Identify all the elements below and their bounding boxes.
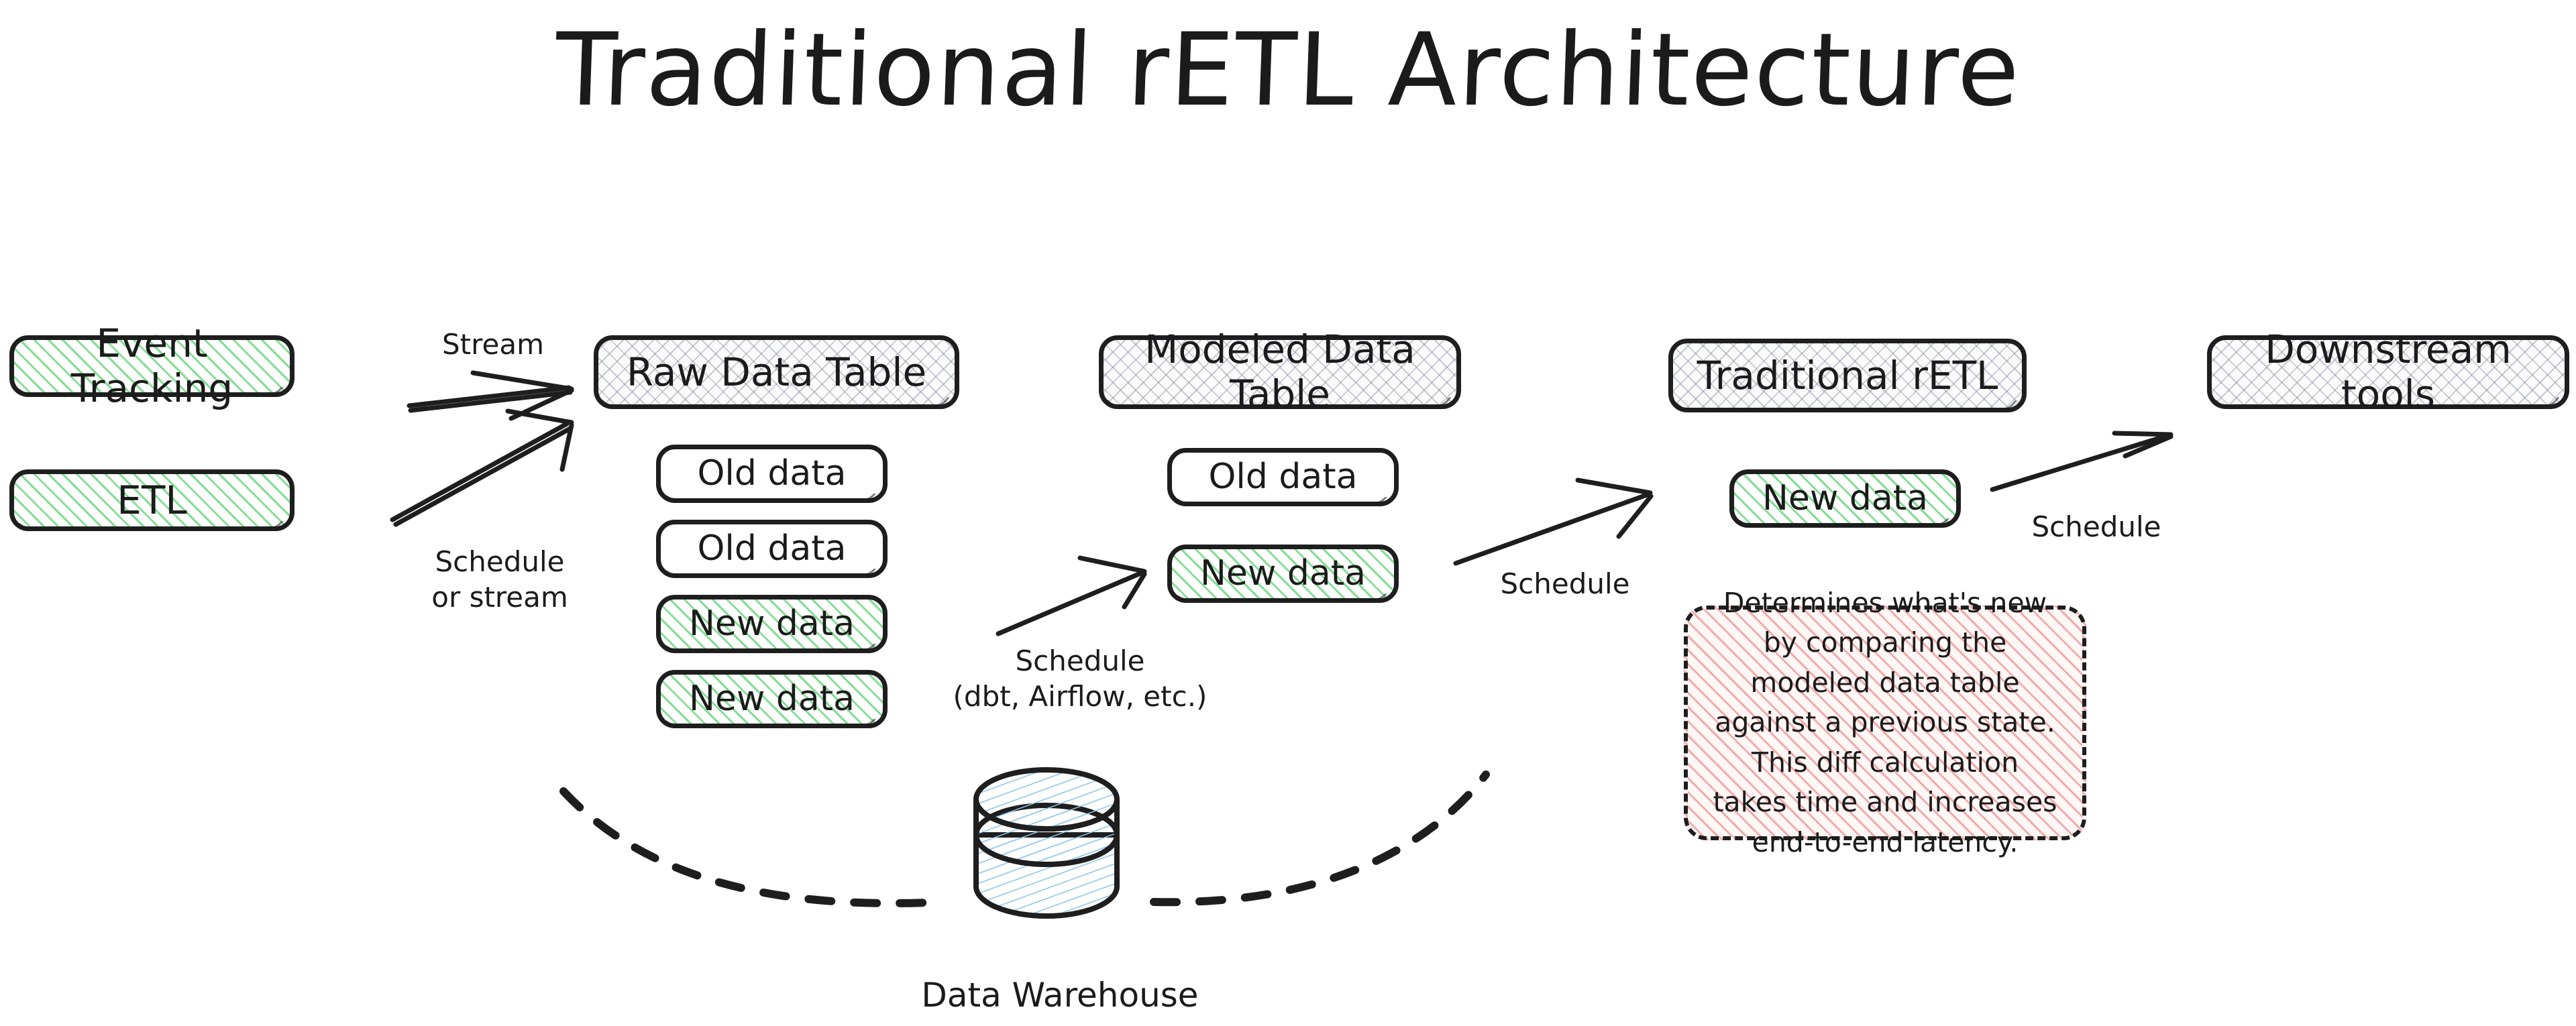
source-label-etl: ETL	[117, 477, 187, 523]
row-raw-new-data-2[interactable]: New data	[656, 670, 888, 728]
edge-label-schedule-dbt-airflow: Schedule (dbt, Airflow, etc.)	[953, 644, 1208, 713]
edge-label-stream: Stream	[442, 328, 544, 361]
arrow-etl-to-raw	[390, 408, 574, 527]
stage-label-raw-data-table: Raw Data Table	[626, 349, 927, 395]
arrow-raw-to-modeled	[996, 555, 1147, 636]
row-raw-old-data-1[interactable]: Old data	[656, 445, 888, 503]
source-box-event-tracking[interactable]: Event Tracking	[9, 321, 294, 410]
row-label: New data	[688, 603, 855, 644]
source-label-event-tracking: Event Tracking	[70, 321, 233, 411]
row-retl-new-data[interactable]: New data	[1729, 469, 1961, 528]
stage-label-downstream-tools: Downstream tools	[2265, 327, 2512, 417]
warehouse-arc-left	[559, 787, 947, 907]
row-modeled-old-data[interactable]: Old data	[1167, 448, 1399, 506]
arrow-event-tracking-to-raw	[407, 370, 574, 421]
row-label: Old data	[697, 453, 847, 494]
annotation-callout: Determines what's new by comparing the m…	[1684, 587, 2086, 858]
stage-box-downstream-tools[interactable]: Downstream tools	[2207, 327, 2569, 416]
stage-label-modeled-data-table: Modeled Data Table	[1144, 327, 1415, 417]
warehouse-label: Data Warehouse	[921, 976, 1199, 1015]
stage-box-raw-data-table[interactable]: Raw Data Table	[594, 335, 959, 409]
arrow-modeled-to-retl	[1453, 477, 1654, 566]
source-box-etl[interactable]: ETL	[9, 469, 294, 531]
page-title: Traditional rETL Architecture	[553, 12, 2023, 129]
warehouse-arc-right	[1150, 771, 1490, 907]
row-raw-new-data-1[interactable]: New data	[656, 595, 888, 653]
annotation-text: Determines what's new by comparing the m…	[1713, 586, 2057, 858]
stage-box-modeled-data-table[interactable]: Modeled Data Table	[1099, 327, 1461, 416]
edge-label-schedule-or-stream: Schedule or stream	[431, 545, 568, 614]
arrow-retl-to-downstream	[1990, 431, 2174, 492]
row-label: New data	[688, 678, 855, 719]
data-warehouse-cylinder	[973, 767, 1120, 919]
row-label: Old data	[697, 528, 847, 569]
row-raw-old-data-2[interactable]: Old data	[656, 520, 888, 578]
row-label: New data	[1199, 553, 1366, 593]
row-modeled-new-data[interactable]: New data	[1167, 545, 1399, 603]
stage-box-traditional-retl[interactable]: Traditional rETL	[1668, 339, 2027, 412]
edge-label-schedule-retl-to-downstream: Schedule	[2031, 510, 2161, 543]
stage-label-traditional-retl: Traditional rETL	[1697, 352, 1998, 398]
row-label: New data	[1762, 477, 1929, 518]
row-label: Old data	[1208, 456, 1358, 497]
edge-label-schedule-modeled-to-retl: Schedule	[1500, 567, 1630, 600]
